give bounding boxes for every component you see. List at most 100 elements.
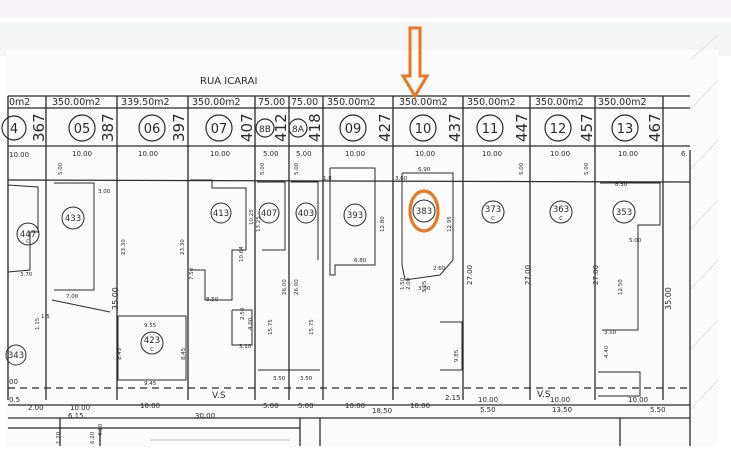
interior-dim: 5.00 [629,238,642,244]
vs-label: V.S [212,391,226,401]
interior-dim: 3.00 [98,189,111,195]
depth-dim: 27.00 [524,265,532,285]
lot-header-grid [7,95,691,183]
street-address: 412 [272,113,290,142]
setback-mark: 5.00 [294,162,300,175]
interior-dim: 1.50 [400,277,406,290]
bottom-dim: 10.00 [345,402,365,410]
front-dim: 10.00 [72,150,92,158]
bottom-dim: 10.00 [628,396,648,404]
lot-area: 350.00m2 [535,97,584,108]
lot-area: 75.00 [258,97,285,108]
setback-mark: 5.00 [519,162,525,175]
highlight-ring [408,189,440,233]
lot-area: 350.00m2 [327,97,376,108]
street-address: 418 [306,113,324,142]
front-dim: 10.00 [138,150,158,158]
street-name: RUA ICARAI [200,76,257,87]
interior-dim: 4.00 [248,317,254,330]
depth-dim: 35.00 [664,287,673,310]
street-addresses: 367 387 397 407 412 418 427 437 447 457 … [30,113,664,142]
interior-dim: 9.55 [144,323,157,329]
building-outlines [7,167,661,397]
bottom-dim: 10.00 [550,396,570,404]
house-number: 407 [261,209,277,219]
lot-number: 06 [144,122,161,137]
house-number: 373 [485,205,501,215]
interior-dimensions: 3.00 7.00 3.70 9.55 9.45 8.50 3.10 3.50 … [20,167,642,387]
interior-dim: 7.00 [66,294,79,300]
setback-mark: 5.00 [584,162,590,175]
lot-numbers: 4 05 06 07 8B 8A 09 10 11 12 13 [10,122,633,137]
front-dim: 10.00 [550,150,570,158]
interior-dim: 23.30 [180,239,186,255]
bottom-dim: 2.00 [28,404,44,412]
bottom-dimensions: 10.00 10.00 30.00 5.00 5.00 10.00 18.50 … [28,394,666,420]
front-dim: 10.00 [482,150,502,158]
interior-dim: 15.75 [309,319,315,335]
lot-number: 11 [482,122,499,137]
street-address: 397 [170,113,188,142]
bottom-dim: 10.00 [410,402,430,410]
interior-dim: 3.50 [300,376,313,382]
front-dim: 5.00 [296,150,312,158]
bottom-dim: 10.00 [478,396,498,404]
front-dimensions: 10.00 10.00 10.00 10.00 5.00 5.00 10.00 … [9,150,688,159]
edge-label: 00 [9,378,18,386]
front-dim: 5.00 [263,150,279,158]
house-suffix: C [26,239,30,245]
lot-area: 350.00m2 [598,97,647,108]
edge-label: 0.5 [9,396,20,404]
interior-dim: 4.40 [604,345,610,358]
vs-label: V.S [537,390,551,400]
lot-area-labels: 0m2 350.00m2 339.50m2 350.00m2 75.00 75.… [9,97,647,108]
setback-mark: 5.00 [260,162,266,175]
interior-dim: 6.90 [418,167,431,173]
street-address: 437 [446,113,464,142]
street-address: 467 [646,113,664,142]
bottom-dim: 5.50 [650,406,666,414]
street-address: 367 [30,113,48,142]
edge-labels: 00 0.5 [9,378,20,404]
arrow-down-icon [400,26,430,99]
sidewalk-lines [8,150,691,446]
front-dim: 10.00 [415,150,435,158]
interior-dim: 10.25 [249,209,255,225]
house-number: 423 [144,336,160,346]
house-suffix: C [150,347,154,353]
interior-dim: 3.00 [418,286,431,292]
street-address: 427 [376,113,394,142]
front-dim: 10.00 [618,150,638,158]
house-suffix: C [559,216,563,222]
setback-mark: 5.00 [58,162,64,175]
bottom-dim: 30.00 [195,412,215,420]
lot-area: 350.00m2 [399,97,448,108]
lot-number-circles [1,114,639,142]
interior-dim: 7.50 [189,267,195,280]
interior-dim: 3.50 [273,376,286,382]
interior-dim: 2.50 [240,307,246,320]
house-suffixes: C C C C [26,216,563,353]
right-edge-texture [689,34,719,411]
interior-dim: 6.80 [354,258,367,264]
front-dim: 10.00 [9,151,29,159]
interior-dim: 8.50 [615,182,628,188]
interior-dim: 8.45 [181,347,187,360]
interior-dim: 2.00 [406,277,412,290]
house-number: 363 [553,205,569,215]
document-sheet [6,50,718,446]
interior-dim: 2.60 [433,266,446,272]
interior-dim: 23.30 [121,239,127,255]
house-number: 413 [213,209,229,219]
depth-dimensions: 35.00 27.00 27.00 27.00 35.00 [111,265,673,310]
interior-dim: 3.50 [604,330,617,336]
bottom-dim: 5.00 [263,402,279,410]
interior-dimensions-vertical: 23.30 23.30 8.45 8.45 7.50 10.64 13.25 2… [35,209,624,362]
house-number: 447 [20,230,36,240]
bottom-dimensions-vertical: 6.20 4.00 1.20 [56,423,104,444]
interior-dim: 26.00 [282,279,288,295]
lot-area: 350.00m2 [52,97,101,108]
bottom-dim: 6.20 [90,431,96,444]
bottom-dim: 4.00 [98,423,104,436]
